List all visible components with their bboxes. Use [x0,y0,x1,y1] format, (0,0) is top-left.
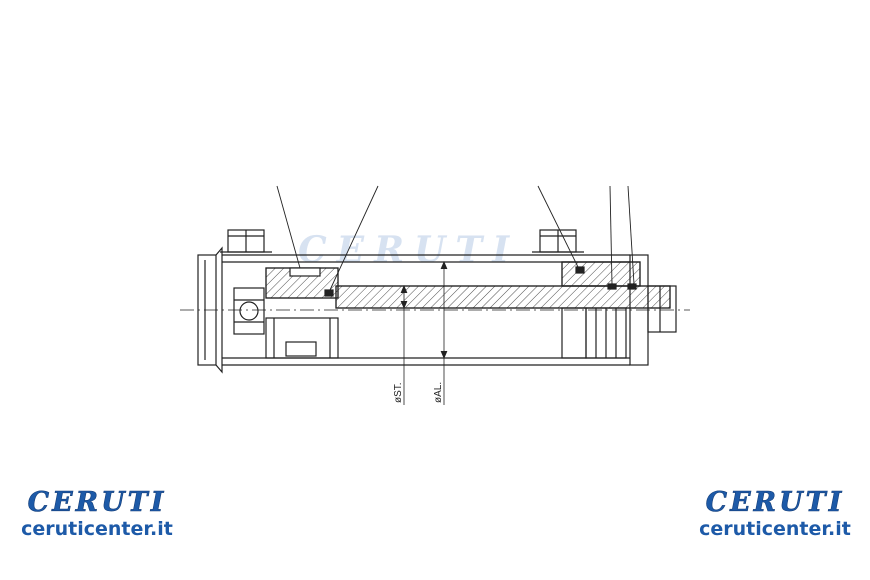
front-port [532,229,584,253]
piston-rod [180,285,690,311]
rod-end [647,285,677,333]
bore-dimension-label: øAL. [433,382,444,403]
front-head [561,254,649,366]
brand-logo-left: CERUTI ceruticenter.it [12,487,182,540]
leader-lines [276,185,635,291]
rear-port [220,229,272,253]
stroke-dimension-label: øST. [393,382,404,403]
website-label: ceruticenter.it [699,518,851,540]
rod-nut [233,287,265,335]
website-label: ceruticenter.it [21,518,173,540]
watermark: CERUTI [298,229,519,271]
brand-wordmark: CERUTI [27,487,167,518]
brand-logo-right: CERUTI ceruticenter.it [690,487,860,540]
brand-wordmark: CERUTI [705,487,845,518]
dimension-lines [400,260,448,405]
piston [265,267,339,359]
